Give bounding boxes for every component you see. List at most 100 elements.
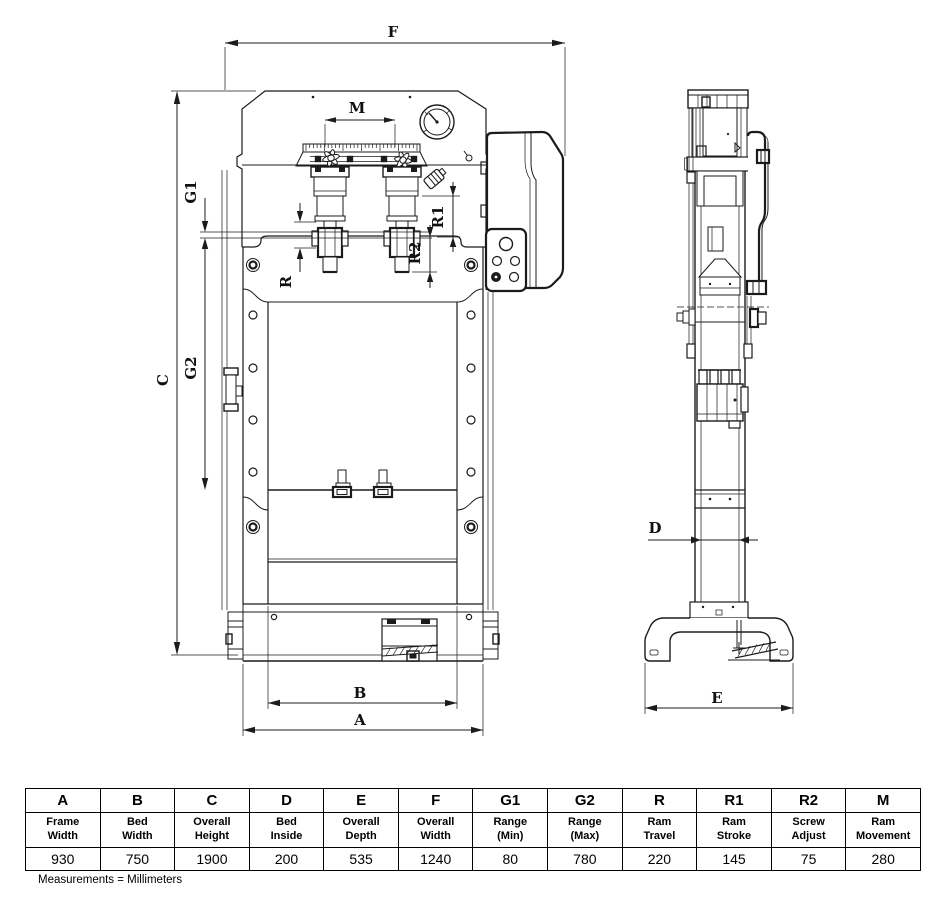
dim-label-f: F xyxy=(388,23,399,41)
dim-label-b: B xyxy=(354,684,367,702)
measurement-note: Measurements = Millimeters xyxy=(38,874,183,886)
spec-value-b: 750 xyxy=(99,847,176,871)
spec-code-r: R xyxy=(621,788,698,813)
spec-value-a: 930 xyxy=(25,847,101,871)
side-bolt-right xyxy=(748,307,767,329)
side-head xyxy=(684,89,752,207)
side-base xyxy=(644,601,794,662)
dim-label-d: D xyxy=(648,519,661,537)
spec-code-a: A xyxy=(25,788,101,813)
spec-code-f: F xyxy=(397,788,474,813)
spec-value-g2: 780 xyxy=(547,847,623,871)
dim-label-c: C xyxy=(154,374,172,386)
spec-value-g1: 80 xyxy=(472,847,549,871)
valve-bank xyxy=(696,369,749,429)
spec-value-c: 1900 xyxy=(174,847,250,871)
spec-code-r2: R2 xyxy=(770,788,847,813)
dim-b: B xyxy=(267,606,458,709)
spec-value-r1: 145 xyxy=(696,847,772,871)
winch-bracket xyxy=(223,367,243,412)
dim-label-r2: R2 xyxy=(406,242,424,265)
spec-value-f: 1240 xyxy=(397,847,474,871)
spec-name-g2: Range(Max) xyxy=(547,812,623,848)
dim-g1-g2: G1 G2 xyxy=(182,180,209,490)
base-frame xyxy=(225,603,500,662)
foot-pedal xyxy=(728,620,780,661)
dim-c: C xyxy=(154,90,256,656)
dim-label-e: E xyxy=(711,689,722,707)
spec-code-g1: G1 xyxy=(472,788,549,813)
vent-detail xyxy=(465,154,473,162)
dim-m: M xyxy=(324,99,396,147)
spec-code-b: B xyxy=(99,788,176,813)
dim-label-g1: G1 xyxy=(182,180,200,203)
dim-label-r: R xyxy=(277,275,295,288)
dim-label-m: M xyxy=(349,99,366,117)
spec-code-r1: R1 xyxy=(696,788,772,813)
spec-value-row: 930 750 1900 200 535 1240 80 780 220 145… xyxy=(25,847,921,871)
spec-code-c: C xyxy=(174,788,250,813)
spec-code-g2: G2 xyxy=(547,788,623,813)
pin-hole-bold-bed-right xyxy=(464,520,478,534)
side-column xyxy=(676,108,769,602)
side-view: D xyxy=(644,89,794,714)
power-unit xyxy=(480,130,565,293)
dim-r1: R1 xyxy=(422,182,460,252)
spec-code-m: M xyxy=(845,788,921,813)
pressure-gauge xyxy=(419,104,455,140)
press-bed xyxy=(242,469,484,563)
roller-cap-right xyxy=(482,611,500,660)
control-button xyxy=(491,255,503,267)
dim-r: R xyxy=(277,203,316,288)
roller-cap-left xyxy=(225,611,244,660)
spec-code-e: E xyxy=(323,788,399,813)
pin-hole-bold-bed-left xyxy=(246,520,260,534)
pin-hole-bold-top-right xyxy=(464,258,478,272)
spec-value-r: 220 xyxy=(621,847,698,871)
bed-pin-left xyxy=(331,469,353,499)
oil-fill-port xyxy=(423,167,447,190)
control-button-large xyxy=(498,236,514,252)
dim-d: D xyxy=(648,519,758,544)
control-button xyxy=(509,255,521,267)
dim-label-g2: G2 xyxy=(182,356,200,379)
spec-header-row: A B C D E F G1 G2 R R1 R2 M xyxy=(25,788,921,813)
technical-drawing: F M xyxy=(154,23,794,736)
bed-pin-right xyxy=(372,469,394,499)
control-panel xyxy=(484,227,528,293)
spec-name-g1: Range(Min) xyxy=(472,812,549,848)
dim-label-r1: R1 xyxy=(429,206,447,229)
spec-value-r2: 75 xyxy=(770,847,847,871)
dim-f: F xyxy=(224,23,566,156)
ram-cylinder-left xyxy=(310,166,350,274)
spec-value-d: 200 xyxy=(248,847,325,871)
dim-label-a: A xyxy=(353,711,366,729)
spec-value-e: 535 xyxy=(323,847,399,871)
spec-value-m: 280 xyxy=(845,847,921,871)
clamp-knob-left xyxy=(322,149,340,167)
control-button xyxy=(508,271,520,283)
foot-pump-unit xyxy=(381,618,439,662)
frame-columns xyxy=(221,170,494,610)
front-view: F M xyxy=(154,23,566,736)
dim-r2: R2 xyxy=(406,225,437,288)
pin-hole-bold-top-left xyxy=(246,258,260,272)
ram-cylinder-right xyxy=(382,166,422,274)
side-pump-housing xyxy=(746,130,771,295)
dim-a: A xyxy=(242,664,484,736)
spec-code-d: D xyxy=(248,788,325,813)
dim-e: E xyxy=(644,663,794,714)
